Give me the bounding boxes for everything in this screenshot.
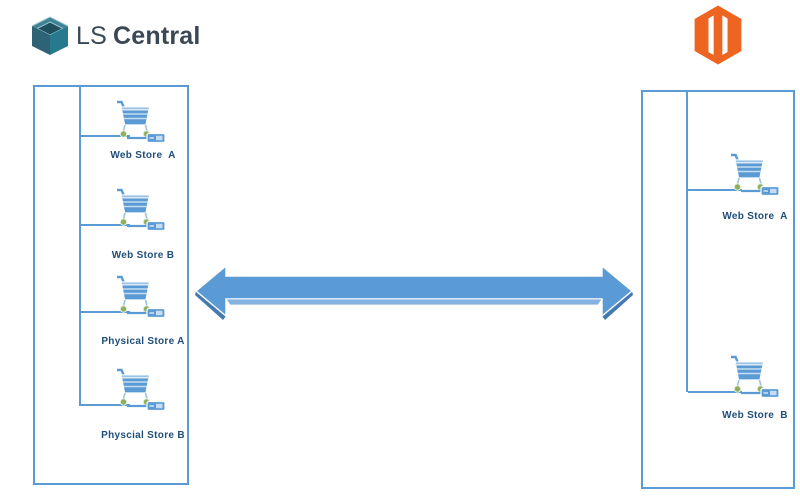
connector-line	[81, 224, 130, 226]
shopping-cart-icon	[117, 368, 166, 412]
right-hierarchy-line	[686, 92, 688, 392]
shopping-cart-icon	[117, 100, 166, 144]
connector-line	[81, 311, 130, 313]
left-hierarchy-line	[79, 87, 81, 406]
shopping-cart-icon	[731, 355, 780, 399]
connector-line	[688, 189, 742, 191]
magento-logo-icon	[694, 5, 742, 65]
store-label-physical-store-b: Physcial Store B	[101, 430, 185, 441]
ls-central-cube-icon	[32, 16, 68, 55]
shopping-cart-icon	[117, 188, 166, 232]
connector-line	[81, 135, 130, 137]
store-label-web-store-b-right: Web Store B	[722, 410, 788, 421]
store-label-web-store-a: Web Store A	[110, 150, 176, 161]
store-label-web-store-a-right: Web Store A	[722, 211, 788, 222]
shopping-cart-icon	[731, 153, 780, 197]
store-label-web-store-b: Web Store B	[111, 250, 175, 261]
shopping-cart-icon	[117, 275, 166, 319]
brand-name-ls: LS	[76, 21, 107, 50]
store-label-physical-store-a: Physical Store A	[101, 336, 185, 347]
brand-name-central: Central	[112, 21, 201, 50]
connector-line	[81, 404, 130, 406]
connector-line	[688, 391, 742, 393]
double-headed-arrow-icon	[194, 264, 634, 320]
ls-central-stores-box	[33, 85, 189, 485]
magento-stores-box	[641, 90, 795, 489]
